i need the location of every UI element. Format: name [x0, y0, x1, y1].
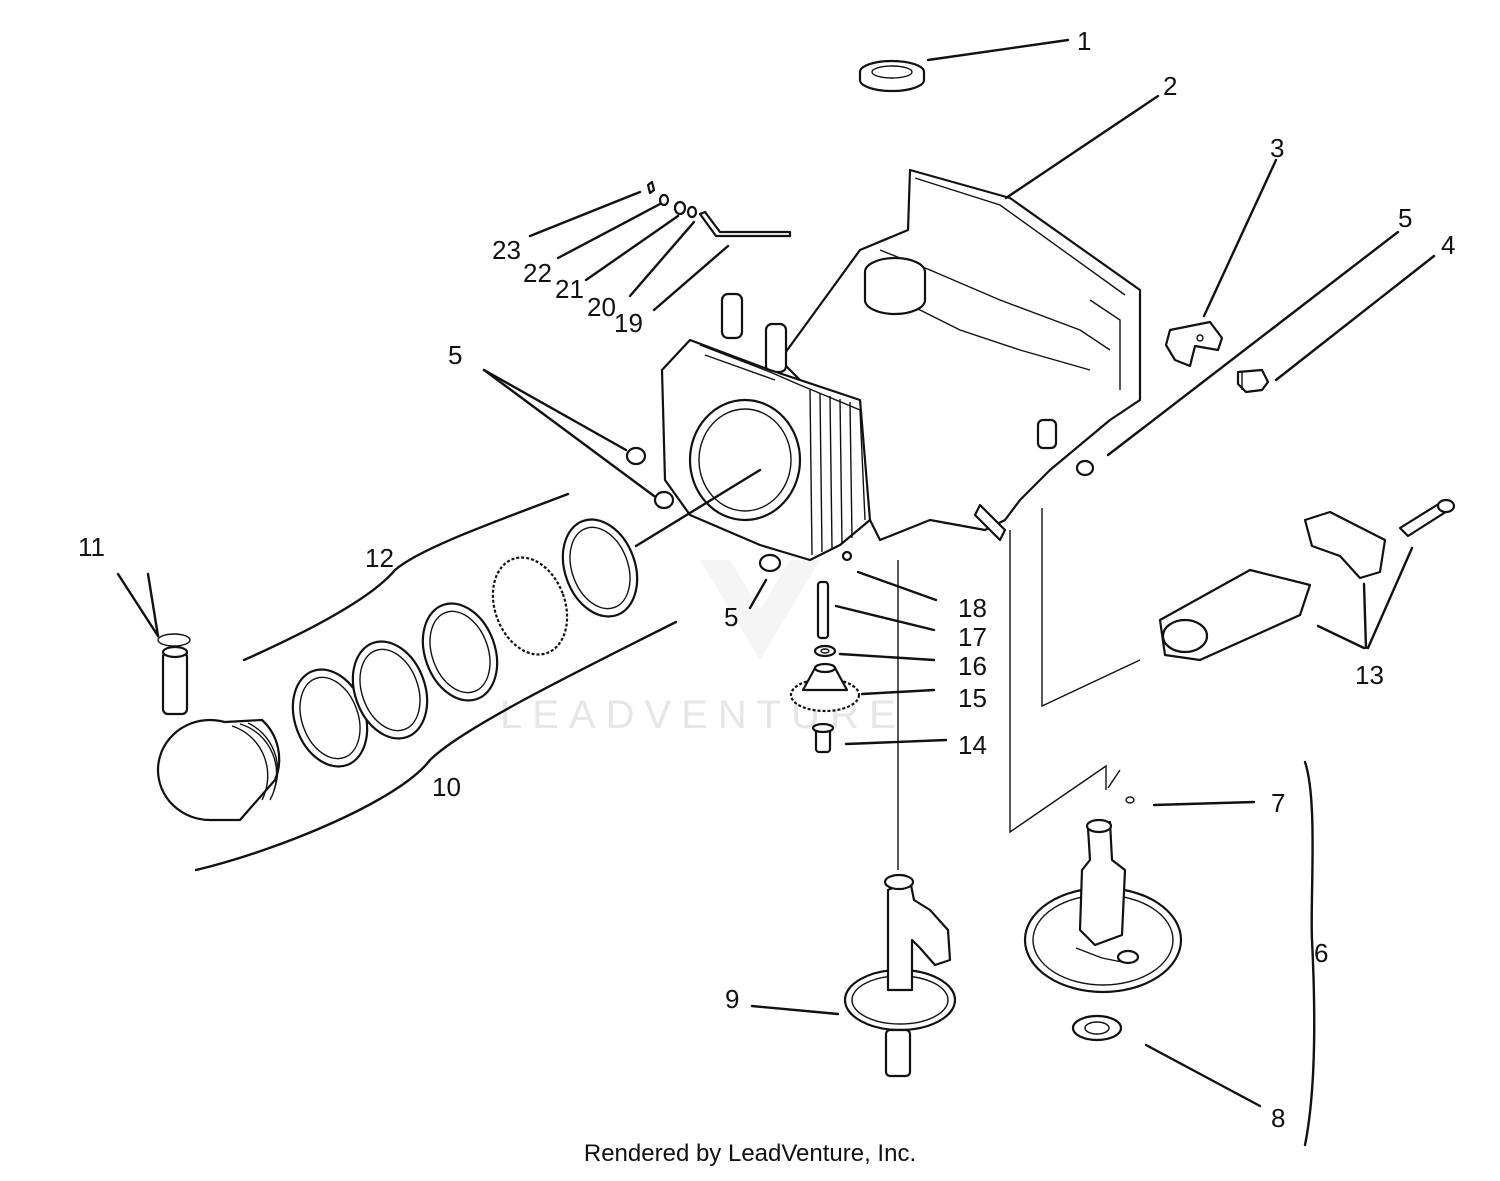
part-3-bracket[interactable] [1164, 320, 1224, 368]
part-17-pin[interactable] [816, 580, 830, 640]
callout-19: 19 [614, 308, 643, 338]
callout-7: 7 [1271, 788, 1285, 818]
part-4-bolt[interactable] [1236, 368, 1270, 394]
part-13-connecting-rod[interactable] [1158, 498, 1456, 662]
part-10-piston[interactable] [156, 718, 281, 822]
part-14-governor-shaft[interactable] [811, 722, 835, 754]
callout-17: 17 [958, 622, 987, 652]
part-12-piston-rings[interactable] [280, 509, 650, 777]
callout-5-bottom: 5 [724, 602, 738, 632]
part-19-governor-shaft[interactable] [698, 210, 792, 238]
callout-labels: 1 2 3 4 5 5 5 6 7 8 9 10 11 12 13 14 15 … [78, 26, 1455, 1133]
footer-credit: Rendered by LeadVenture, Inc. [583, 1140, 917, 1167]
callout-22: 22 [523, 258, 552, 288]
callout-6: 6 [1314, 938, 1328, 968]
callout-15: 15 [958, 683, 987, 713]
callout-11: 11 [78, 532, 105, 562]
callout-12: 12 [365, 543, 394, 573]
part-7-pin[interactable] [1107, 769, 1135, 804]
part-23-cotter-pin[interactable] [646, 180, 656, 195]
callout-5-left: 5 [448, 340, 462, 370]
part-5-dowel-pins[interactable] [625, 446, 1095, 573]
callout-20: 20 [587, 292, 616, 322]
part-6-camshaft-assembly[interactable] [1023, 818, 1183, 994]
callout-9: 9 [725, 984, 739, 1014]
leader-lines [116, 38, 1436, 1147]
part-22-washer[interactable] [658, 193, 670, 207]
part-18-ball[interactable] [841, 550, 853, 562]
part-20-washer[interactable] [686, 205, 698, 219]
callout-1: 1 [1077, 26, 1091, 56]
part-15-governor-gear[interactable] [789, 662, 861, 713]
part-2-cylinder-block[interactable] [660, 168, 1142, 562]
callout-21: 21 [555, 274, 584, 304]
callout-4: 4 [1441, 230, 1455, 260]
part-21-washer[interactable] [673, 200, 687, 216]
callout-8: 8 [1271, 1103, 1285, 1133]
callout-13: 13 [1355, 660, 1384, 690]
part-11-piston-pin[interactable] [157, 633, 191, 716]
part-16-washer[interactable] [813, 644, 837, 658]
part-9-crankshaft[interactable] [843, 873, 957, 1078]
watermark-logo [700, 560, 820, 660]
callout-2: 2 [1163, 71, 1177, 101]
callout-5-right: 5 [1398, 203, 1412, 233]
callout-18: 18 [958, 593, 987, 623]
callout-23: 23 [492, 235, 521, 265]
part-8-washer[interactable] [1071, 1014, 1123, 1042]
callout-16: 16 [958, 651, 987, 681]
callout-10: 10 [432, 772, 461, 802]
callout-14: 14 [958, 730, 987, 760]
part-1-seal[interactable] [858, 59, 926, 93]
callout-3: 3 [1270, 133, 1284, 163]
